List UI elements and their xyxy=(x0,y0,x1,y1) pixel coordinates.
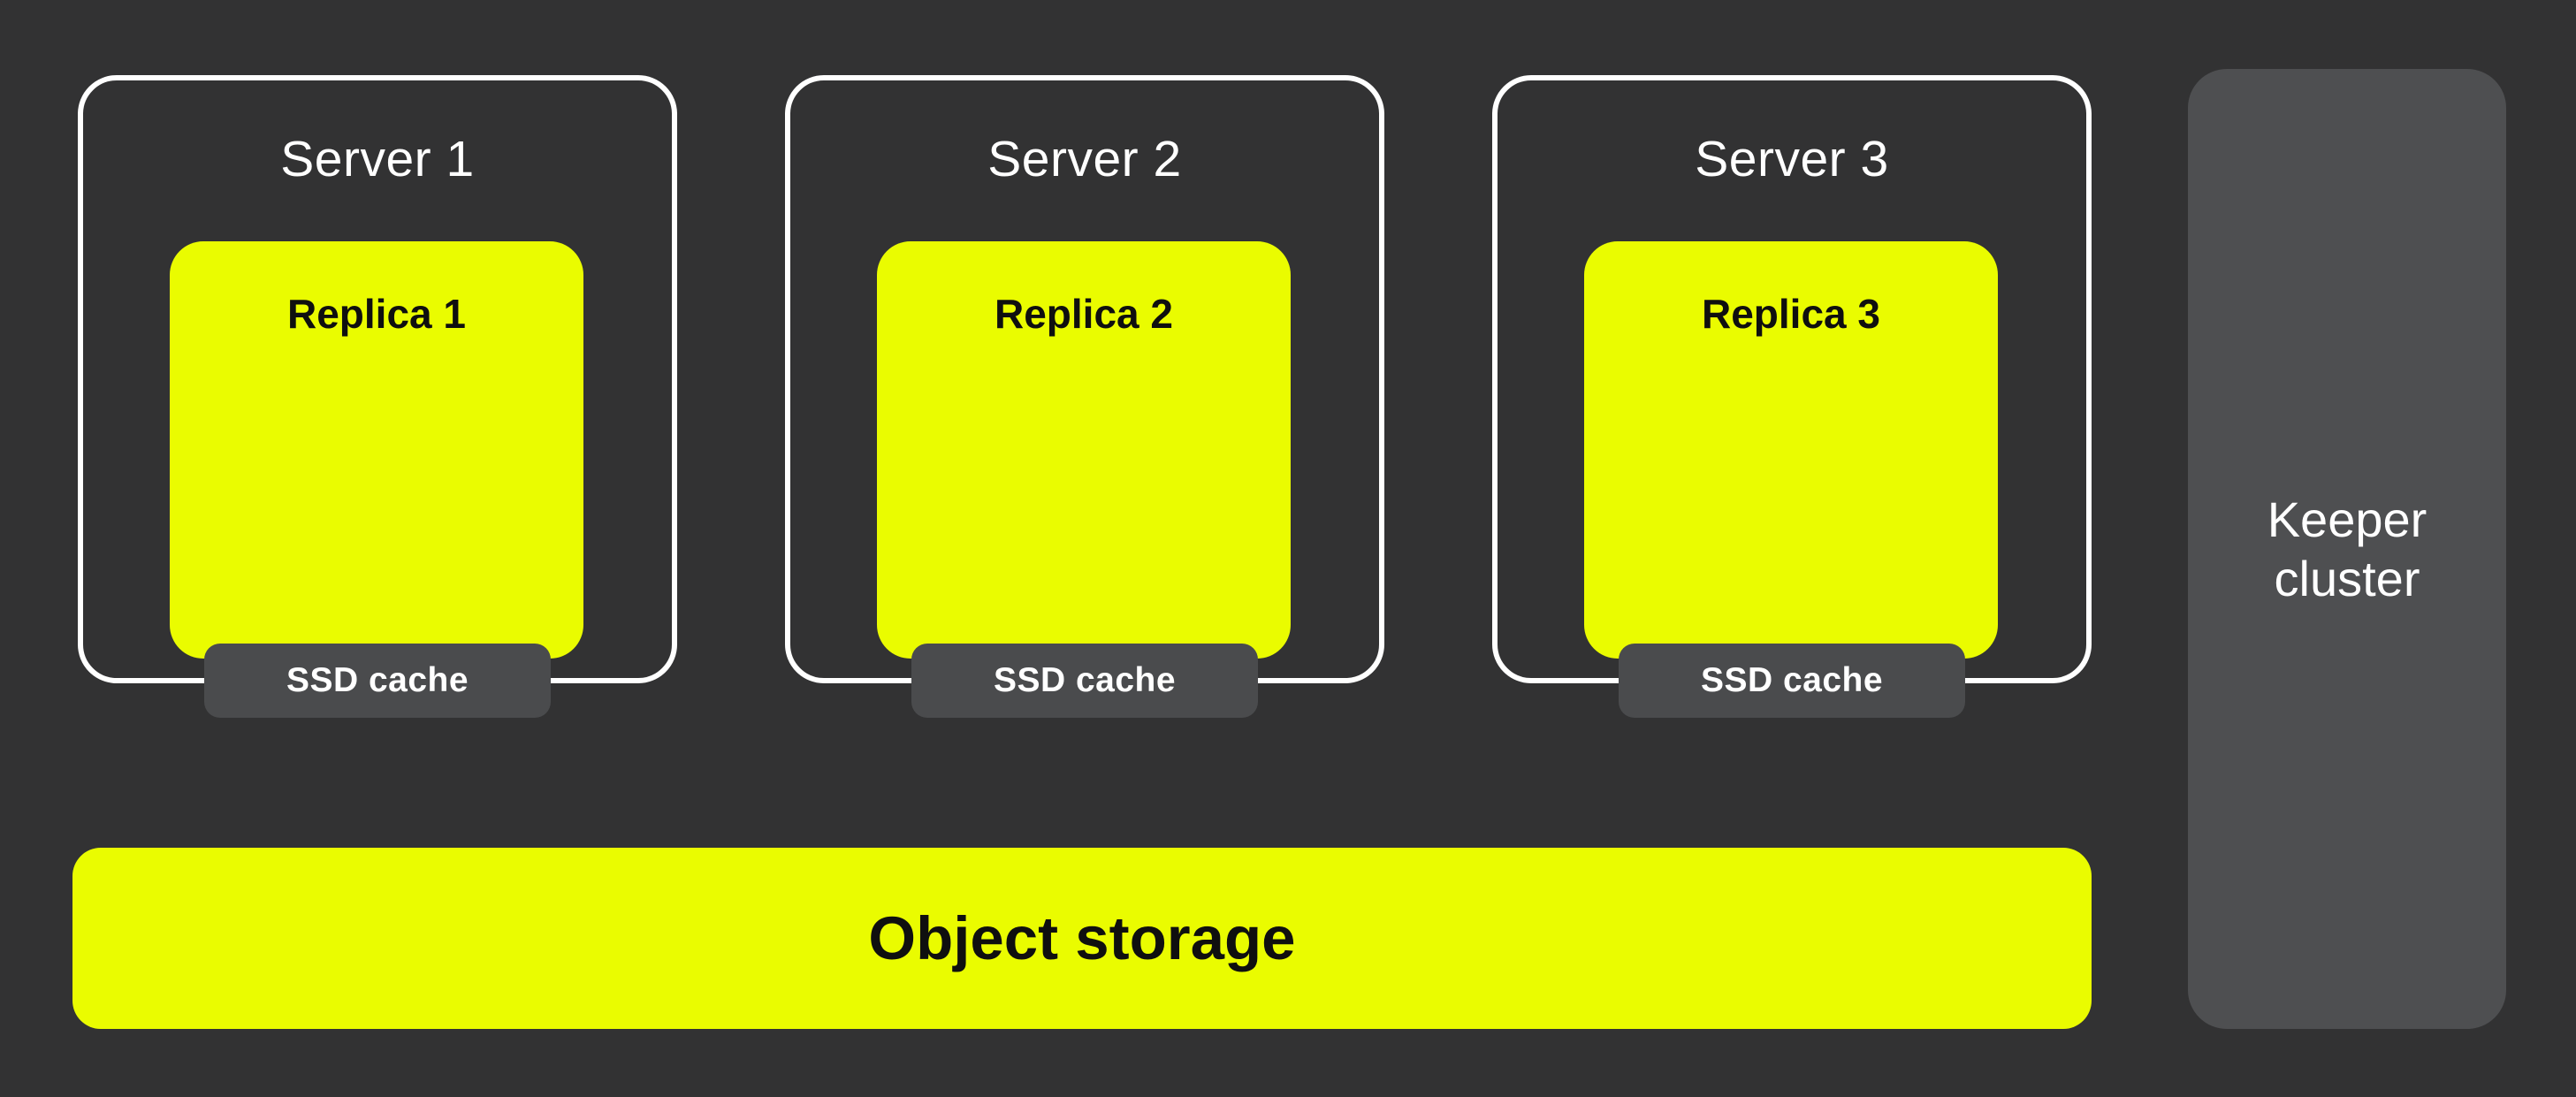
replica-1-title: Replica 1 xyxy=(287,291,466,337)
ssd-cache-chip-3: SSD cache xyxy=(1619,644,1965,718)
server-2-box: Server 2 Replica 2 SSD cache xyxy=(785,75,1384,718)
keeper-cluster-box: Keeper cluster xyxy=(2188,69,2506,1029)
replica-3-box: Replica 3 xyxy=(1584,241,1998,659)
ssd-cache-label-1: SSD cache xyxy=(286,661,469,699)
replica-3-title: Replica 3 xyxy=(1702,291,1880,337)
object-storage-box: Object storage xyxy=(72,848,2092,1029)
ssd-cache-label-2: SSD cache xyxy=(993,661,1177,699)
server-1-box: Server 1 Replica 1 SSD cache xyxy=(78,75,677,718)
ssd-cache-chip-2: SSD cache xyxy=(911,644,1258,718)
ssd-cache-chip-1: SSD cache xyxy=(204,644,551,718)
object-storage-title: Object storage xyxy=(868,904,1296,972)
server-2-title: Server 2 xyxy=(987,131,1182,187)
server-1-title: Server 1 xyxy=(280,131,475,187)
keeper-cluster-title: Keeper cluster xyxy=(2267,491,2427,606)
replica-2-title: Replica 2 xyxy=(995,291,1173,337)
replica-1-box: Replica 1 xyxy=(170,241,583,659)
server-3-box: Server 3 Replica 3 SSD cache xyxy=(1492,75,2092,718)
ssd-cache-label-3: SSD cache xyxy=(1700,661,1884,699)
replica-2-box: Replica 2 xyxy=(877,241,1291,659)
server-3-title: Server 3 xyxy=(1695,131,1889,187)
